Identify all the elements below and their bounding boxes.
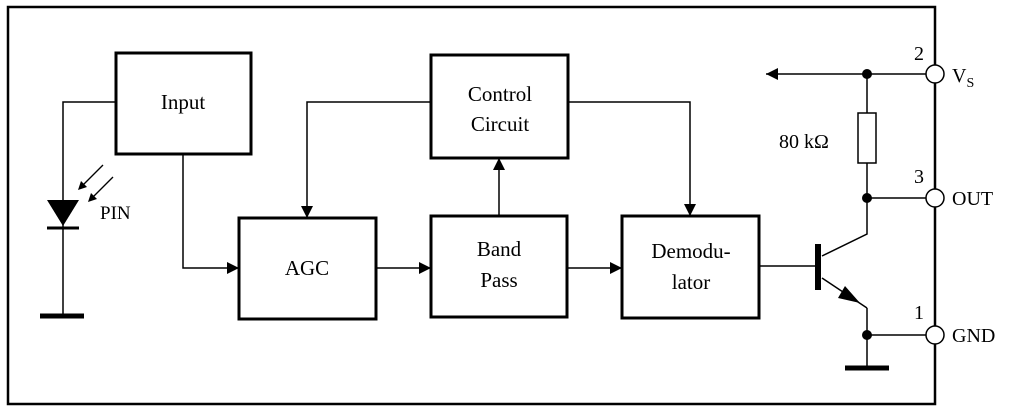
wire-collector	[821, 198, 868, 257]
photodiode: PIN	[40, 164, 131, 319]
junction-vs	[862, 69, 872, 79]
pin-vs-number: 2	[914, 43, 924, 65]
band-pass-label-line1: Band	[477, 237, 522, 261]
control-circuit-block: Control Circuit	[429, 53, 570, 160]
demodulator-label-line2: lator	[672, 270, 710, 294]
npn-transistor	[815, 244, 889, 371]
demodulator-label-line1: Demodu-	[651, 239, 730, 263]
junction-gnd	[862, 330, 872, 340]
pin-out-terminal	[925, 188, 945, 208]
band-pass-label-line2: Pass	[480, 268, 517, 292]
input-block-label: Input	[161, 90, 205, 114]
demodulator-block: Demodu- lator	[620, 214, 761, 320]
pin-vs-terminal	[925, 64, 945, 84]
resistor-label: 80 kΩ	[779, 131, 829, 153]
agc-block-label: AGC	[285, 256, 329, 280]
control-circuit-label-line1: Control	[468, 82, 532, 106]
ic-outline	[6, 5, 937, 406]
pin-gnd-number: 1	[914, 302, 924, 324]
signal-wires	[62, 68, 930, 368]
wire-photodiode	[62, 101, 116, 316]
junction-out	[862, 193, 872, 203]
agc-block: AGC	[237, 216, 378, 321]
input-block: Input	[114, 51, 253, 156]
wire-control-to-demodulator	[568, 101, 696, 216]
resistor: 80 kΩ	[779, 112, 877, 164]
band-pass-block: Band Pass	[429, 214, 569, 319]
photodiode-label: PIN	[100, 203, 131, 224]
wire-control-to-agc	[301, 101, 431, 218]
pin-vs-label: VS	[952, 65, 974, 91]
control-circuit-label-line2: Circuit	[471, 112, 529, 136]
pin-gnd-terminal	[925, 325, 945, 345]
pin-out-label: OUT	[952, 188, 993, 210]
wire-input-to-agc	[182, 154, 239, 274]
pin-gnd-label: GND	[952, 325, 995, 347]
pin-out-number: 3	[914, 166, 924, 188]
